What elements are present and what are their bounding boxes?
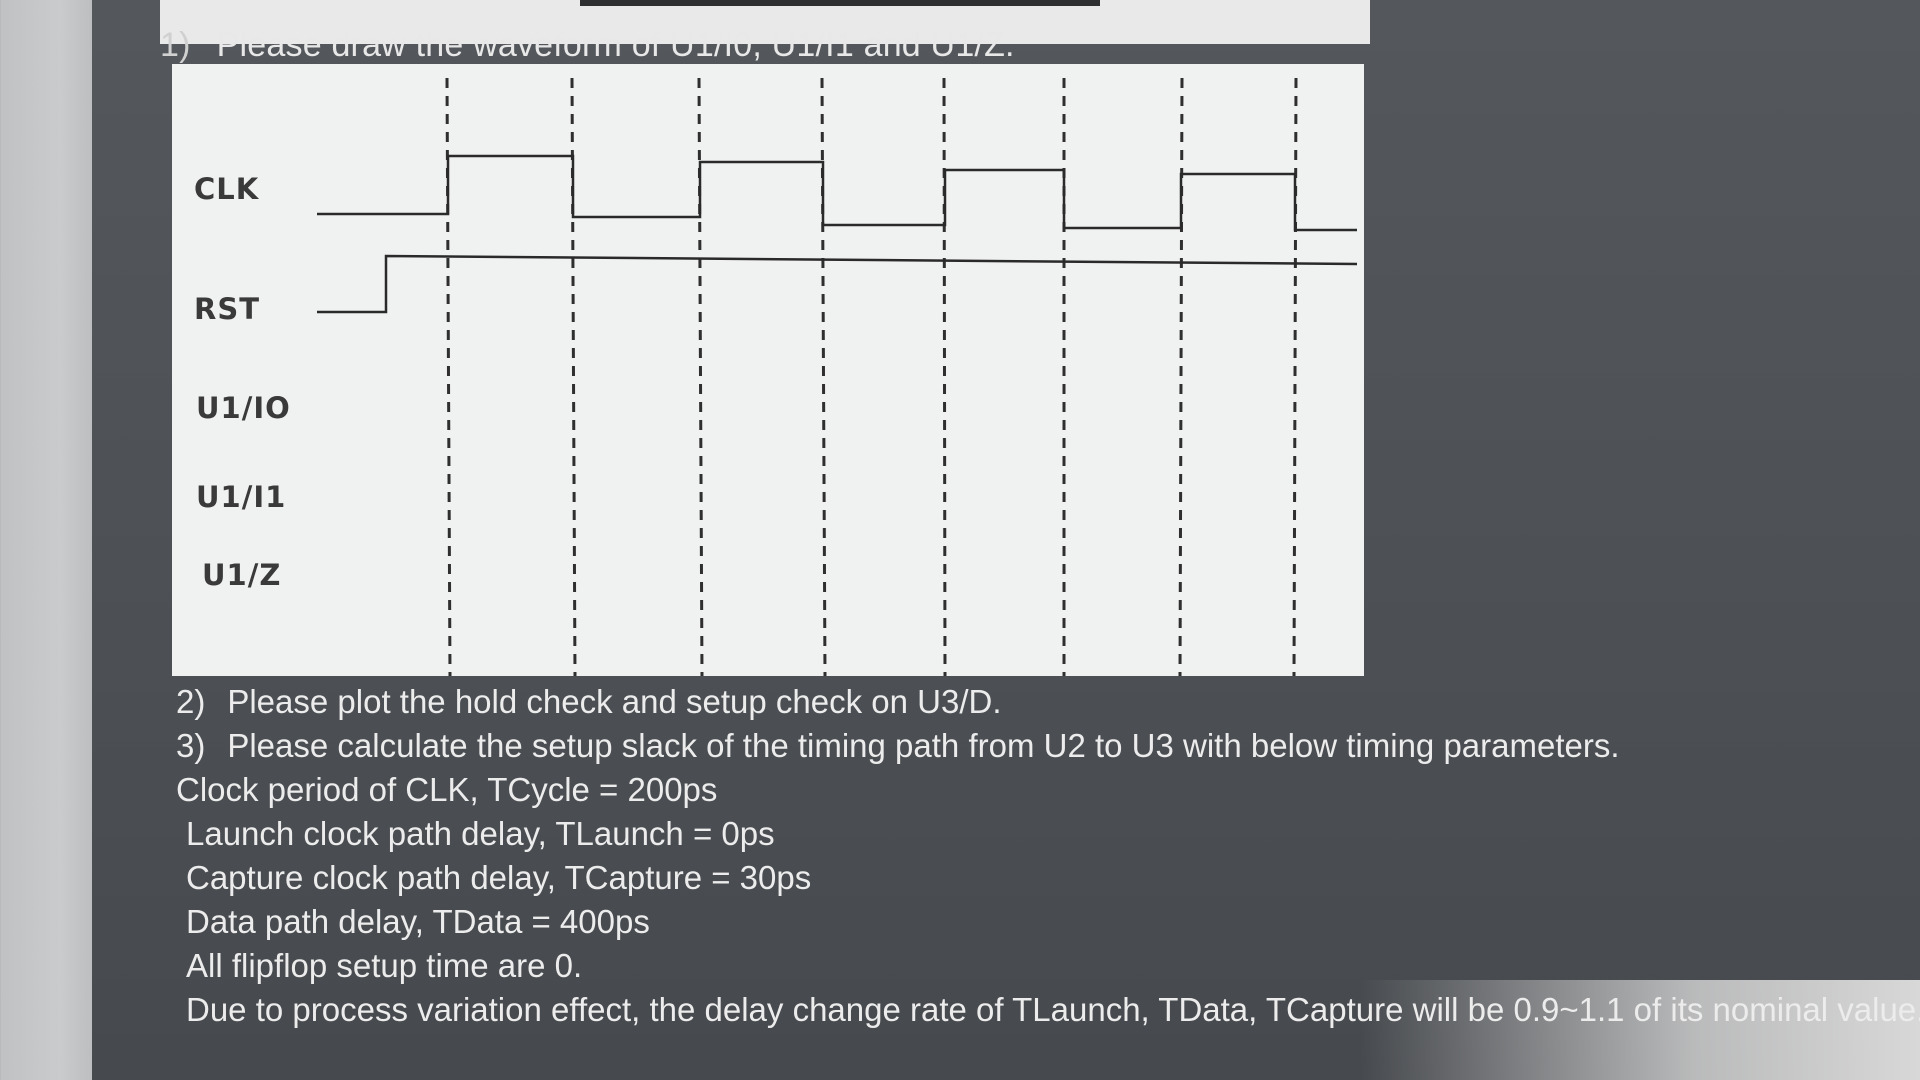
param-tcycle: Clock period of CLK, TCycle = 200ps <box>176 771 718 808</box>
param-tcapture: Capture clock path delay, TCapture = 30p… <box>186 859 812 896</box>
light-glare <box>1360 980 1920 1080</box>
edge-marker-8 <box>1292 77 1298 676</box>
question-3-text: Please calculate the setup slack of the … <box>227 727 1620 764</box>
question-text-block: 2) Please plot the hold check and setup c… <box>176 680 1920 1032</box>
rst-waveform <box>317 254 1358 314</box>
param-setup-time: All flipflop setup time are 0. <box>186 947 583 984</box>
question-3-number: 3) <box>176 727 206 764</box>
question-2-number: 2) <box>176 683 206 720</box>
question-2: 2) Please plot the hold check and setup c… <box>176 680 1836 724</box>
signal-label-clk: CLK <box>194 172 260 206</box>
edge-marker-5 <box>942 77 947 676</box>
signal-label-u1-i1: U1/I1 <box>196 480 287 514</box>
clk-waveform <box>317 154 1357 232</box>
signal-label-rst: RST <box>194 292 260 326</box>
signal-label-u1-z: U1/Z <box>202 558 282 592</box>
edge-marker-7 <box>1178 77 1184 676</box>
waveform-diagram <box>317 77 1358 676</box>
question-3: 3) Please calculate the setup slack of th… <box>176 724 1836 768</box>
top-page-strip <box>160 0 1370 44</box>
question-2-text: Please plot the hold check and setup che… <box>227 683 1002 720</box>
param-tlaunch: Launch clock path delay, TLaunch = 0ps <box>186 815 775 852</box>
question-1: 1) Please draw the waveform of U1/I0, U1/… <box>160 26 1015 65</box>
param-tdata: Data path delay, TData = 400ps <box>186 903 650 940</box>
param-process-variation: Due to process variation effect, the del… <box>186 991 1920 1028</box>
signal-label-u1-io: U1/IO <box>196 391 291 425</box>
waveform-panel: CLK RST U1/IO U1/I1 U1/Z <box>172 64 1364 676</box>
question-1-text: Please draw the waveform of U1/I0, U1/I1… <box>216 26 1015 64</box>
question-1-number: 1) <box>160 26 191 64</box>
